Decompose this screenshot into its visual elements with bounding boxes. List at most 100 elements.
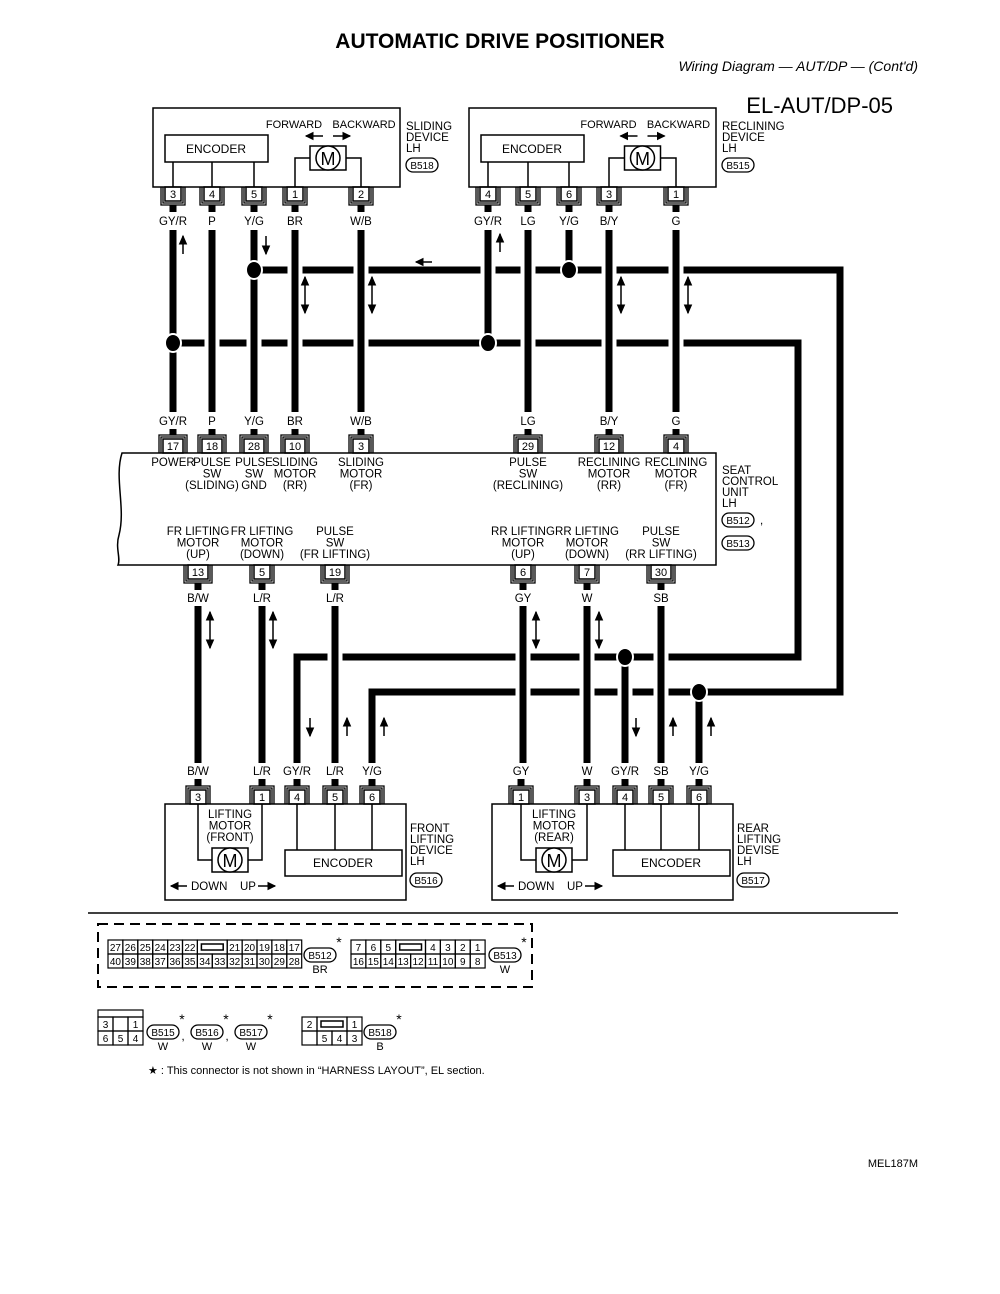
connector-pin-box [326,789,344,805]
seat-control-unit-title: UNIT [722,487,749,499]
connector-pin-number: 3 [195,792,201,804]
sliding-motor-lead [294,157,310,187]
reclining-motor-icon [629,145,656,171]
wire-color-label: Y/G [244,216,264,228]
connector-face-b512-cavity-number: 21 [229,943,241,954]
seat-control-unit-title: SEAT [722,465,751,477]
scu-pin-function-label: SLIDING [338,457,384,469]
bidirectional-arrow-icon [300,304,310,315]
rear-lifting-device-title: DEVISE [737,845,780,857]
connector-view-b513-not-shown-mark: * [521,934,527,950]
scu-pin-function-label: SW [652,538,671,550]
connector-pin-box [517,438,539,454]
scu-pin-function-label: SW [326,538,345,550]
arrow-right-icon [594,881,604,891]
front-lifting-motor-lead [248,804,263,861]
connector-bracket [251,787,273,804]
connector-bracket [241,436,267,453]
connector-face-b513-cavity-number: 3 [445,943,451,954]
connector-separator: , [225,1029,228,1043]
sliding-encoder-label: ENCODER [186,142,246,156]
arrow-up-icon [495,232,505,243]
scu-connector-id: B512 [726,516,750,527]
connector-face-b515-cavity-number: 6 [103,1034,109,1045]
connector-face-b515-header [97,1009,144,1018]
connector-face-b512-cavity-number: 28 [289,957,301,968]
bidirectional-arrow-icon [531,639,541,650]
front-lifting-connector-id: B516 [414,876,438,887]
connector-pin-number: 7 [584,567,590,579]
front-lifting-device-title: FRONT [410,823,450,835]
connector-pin-number: 12 [603,441,615,453]
connector-view-b518-not-shown-mark: * [396,1011,402,1027]
seat-control-unit-title: LH [722,498,737,510]
scu-connector-id-badge [721,512,755,528]
connector-face-b512-cavity-number: 34 [199,957,211,968]
connector-bracket [350,187,372,204]
scu-pin-function-label: RR LIFTING [555,526,619,538]
scu-pin-function-label: RR LIFTING [491,526,555,538]
connector-pin-number: 5 [332,792,338,804]
harness-bus-gy-r [173,339,802,763]
arrow-up-icon [379,716,389,727]
wire-color-label: BR [287,416,303,428]
connector-pin-box [253,564,271,580]
wire-color-label: GY/R [159,416,187,428]
connector-view-b517: B517 [239,1028,263,1039]
arrow-left-icon [619,131,628,141]
scu-pin-function-label: (SLIDING) [185,480,239,492]
front-lifting-device-title: DEVICE [410,845,453,857]
connector-bracket [160,436,186,453]
sliding-connector-id: B518 [410,161,434,172]
connector-face-b518-cavity-number: 3 [352,1034,358,1045]
connector-view-b515: B515 [151,1028,175,1039]
arrow-down-icon [261,245,271,256]
rear-lifting-motor-symbol: M [547,851,562,871]
bidirectional-arrow-icon [268,639,278,650]
bidirectional-arrow-icon [616,304,626,315]
connector-view-b513-badge [488,947,522,963]
connector-face-b512-cavity-number: 24 [155,943,167,954]
connector-pin-number: 3 [584,792,590,804]
connector-face-b513-cavity-number: 5 [385,943,391,954]
wire-color-label: GY [515,593,532,605]
sliding-backward-label: BACKWARD [332,119,395,131]
connector-bracket [665,187,687,204]
connector-view-b516-color: W [202,1041,213,1053]
wire-color-label: L/R [326,593,344,605]
scu-pin-function-label: RECLINING [578,457,641,469]
connector-face-b512-cavity-number: 31 [244,957,256,968]
connector-pin-box [598,438,620,454]
connector-face-b512-cell [286,953,303,969]
sliding-connector-id-badge [405,157,439,173]
wire-color-label: W/B [350,216,372,228]
connector-face-b512-cavity-number: 36 [169,957,181,968]
connector-pin-number: 5 [658,792,664,804]
scu-pin-function-label: (FR) [665,480,688,492]
scu-pin-function-label: (RR) [597,480,621,492]
junction-dot [164,333,182,353]
connector-pin-number: 13 [192,567,204,579]
front-lifting-device-title: LH [410,856,425,868]
connector-separator: , [181,1029,184,1043]
connector-pin-box [578,564,596,580]
rear-lifting-motor-label: MOTOR [533,821,576,833]
junction-dot [245,260,263,280]
reclining-device-title: DEVICE [722,132,765,144]
bidirectional-arrow-icon [683,304,693,315]
arrow-left-icon [169,881,179,891]
connector-view-b512-color: BR [312,964,327,976]
connector-face-b515-cell [112,1016,129,1032]
connector-pin-number: 3 [170,189,176,201]
connector-pin-box [324,564,346,580]
connector-pin-box [600,186,618,202]
connector-pin-box [187,564,209,580]
connector-pin-number: 29 [522,441,534,453]
connector-bracket [596,436,622,453]
page-subtitle: Wiring Diagram — AUT/DP — (Cont'd) [678,58,918,74]
connector-face-b513-cavity-number: 11 [428,957,439,968]
connector-face-b512-cavity-number: 18 [274,943,286,954]
scu-pin-function-label: MOTOR [241,538,284,550]
reclining-encoder-label: ENCODER [502,142,562,156]
